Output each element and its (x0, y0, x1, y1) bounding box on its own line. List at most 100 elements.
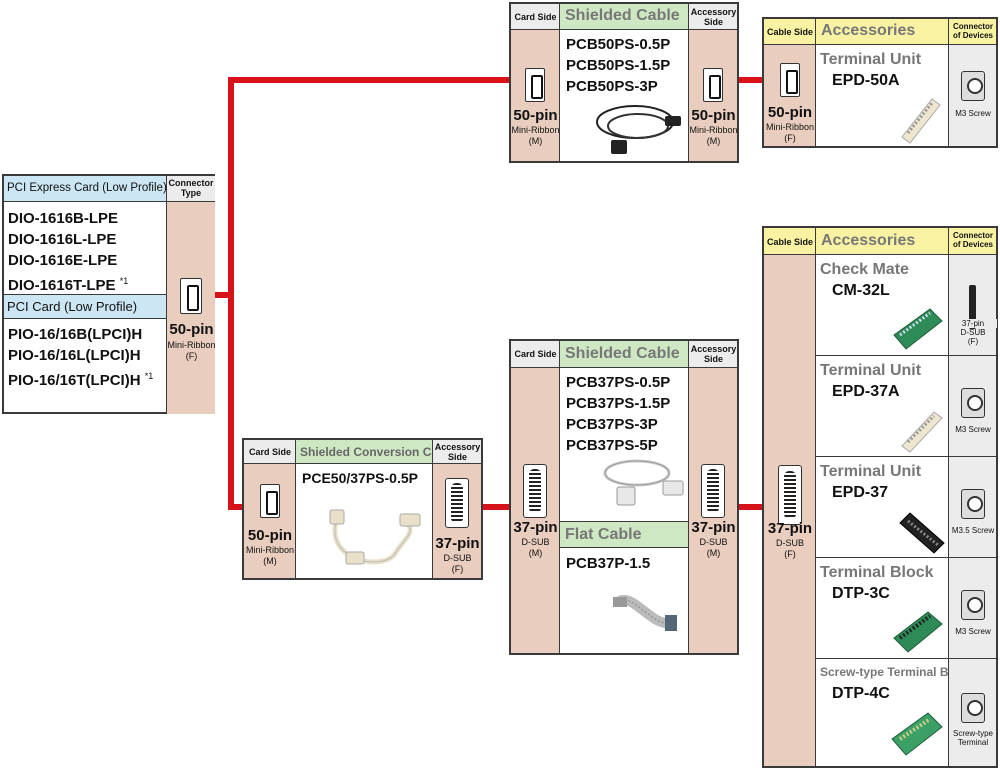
check-mate-image (893, 308, 943, 350)
mini-ribbon-connector-icon (260, 484, 280, 518)
conv-card-side-header: Card Side (244, 440, 296, 464)
flat-cable-title: Flat Cable (565, 526, 642, 543)
acc50-title: Accessories (821, 22, 916, 39)
dsub-connector-icon (445, 478, 469, 528)
dsub-connector-icon (778, 465, 802, 525)
pcie-item: DIO-1616E-LPE (8, 252, 118, 269)
acc37-item: Terminal Unit EPD-37 (816, 457, 948, 558)
acc37-item: Terminal Unit EPD-37A (816, 356, 948, 457)
cable37-right-type: D-SUB (699, 537, 728, 547)
acc37-title: Accessories (821, 232, 916, 249)
mini-ribbon-connector-icon (525, 68, 545, 102)
acc50-cable-side-header: Cable Side (764, 19, 816, 45)
acc37-devices-header: Connector of Devices (948, 228, 996, 255)
acc37-device-cell: 37-pin D-SUB (F) (948, 255, 997, 356)
screw-icon (961, 590, 985, 620)
shielded-cable-50-image (596, 105, 681, 154)
cable37-product: PCB37PS-5P (566, 437, 658, 454)
acc37-device-type: D-SUB (960, 328, 986, 337)
cable50-left-gender: (M) (528, 136, 543, 146)
cable50-left-type: Mini-Ribbon (511, 125, 560, 135)
screw-icon (961, 388, 985, 418)
acc50-product: EPD-50A (832, 72, 900, 89)
acc37-screw: M3.5 Screw (951, 526, 995, 535)
conv-product: PCE50/37PS-0.5P (302, 470, 418, 486)
terminal-unit-image (899, 512, 945, 554)
cable37-left-gender: (M) (528, 548, 543, 558)
flat-cable-image (613, 595, 677, 631)
acc37-product: DTP-3C (832, 585, 890, 602)
acc37-product: DTP-4C (832, 685, 890, 702)
acc37-group: Screw-type Terminal Block (820, 665, 973, 679)
cable-line-top (228, 77, 510, 83)
cable37-product: PCB37PS-3P (566, 416, 658, 433)
pci-list: PIO-16/16B(LPCI)H PIO-16/16L(LPCI)H PIO-… (8, 324, 166, 391)
board-pin-gender: (F) (185, 351, 198, 361)
acc37-title-header: Accessories (816, 228, 948, 255)
acc50-title-header: Accessories (816, 19, 948, 45)
accessory-side-label: Accessory Side (434, 442, 481, 462)
conversion-cable-box: Card Side Shielded Conversion Cable Acce… (242, 438, 483, 580)
acc37-group: Check Mate (820, 261, 909, 278)
board-box: PCI Express Card (Low Profile) Connector… (2, 174, 216, 414)
pcie-item: DIO-1616T-LPE *1 (8, 276, 129, 294)
terminal-block-image (893, 611, 943, 653)
dsub-connector-icon (701, 464, 725, 518)
flat-cable-product: PCB37P-1.5 (566, 555, 651, 572)
cable50-title-header: Shielded Cable (560, 4, 688, 30)
accessory-side-label: Accessory Side (690, 7, 737, 27)
pci-item: PIO-16/16T(LPCI)H *1 (8, 371, 154, 389)
conv-left-column: 50-pin Mini-Ribbon (M) (244, 464, 296, 578)
cable37-right-gender: (M) (706, 548, 721, 558)
acc37-pin: 37-pin (767, 520, 813, 537)
acc50-devices-column: M3 Screw (948, 45, 996, 146)
board-connector-column: 50-pin Mini-Ribbon (F) (166, 202, 216, 414)
cable37-left-pin: 37-pin (513, 519, 558, 536)
pin-header-icon (969, 285, 976, 329)
acc50-pin-type: Mini-Ribbon (765, 122, 815, 132)
mini-ribbon-connector-icon (780, 63, 800, 97)
acc50-devices-header: Connector of Devices (948, 19, 996, 45)
cable37-right-pin: 37-pin (691, 519, 736, 536)
screw-terminal-block-image (891, 712, 943, 756)
acc37-device-cell: M3 Screw (948, 558, 996, 659)
cable50-right-gender: (M) (706, 136, 721, 146)
pcie-header-label: PCI Express Card (Low Profile) (7, 182, 167, 194)
connector-of-devices-label: Connector of Devices (952, 22, 994, 40)
acc37-screw: M3 Screw (955, 627, 991, 636)
cable37-product-list: PCB37PS-0.5P PCB37PS-1.5P PCB37PS-3P PCB… (566, 372, 670, 456)
acc37-pin-gender: (F) (784, 549, 796, 559)
pci-header-label: PCI Card (Low Profile) (7, 299, 138, 314)
acc37-screw: Screw-type Terminal (952, 729, 993, 747)
cable37-title-header: Shielded Cable (560, 341, 688, 368)
connector-of-devices-label: Connector of Devices (952, 231, 994, 249)
cable37-left-type: D-SUB (521, 537, 550, 547)
acc37-product: EPD-37 (832, 484, 889, 501)
cable-side-label: Cable Side (766, 237, 813, 247)
conv-right-column: 37-pin D-SUB (F) (432, 464, 481, 578)
conv-left-pin: 50-pin (247, 527, 293, 544)
accessories-37-box: Cable Side Accessories Connector of Devi… (762, 226, 998, 768)
acc37-group: Terminal Unit (820, 463, 922, 480)
card-side-label: Card Side (514, 349, 557, 359)
pcie-list: DIO-1616B-LPE DIO-1616L-LPE DIO-1616E-LP… (8, 208, 166, 296)
cable-line-cable50-to-acc (738, 77, 764, 83)
terminal-unit-image (901, 98, 941, 144)
cable37-product: PCB37PS-0.5P (566, 374, 671, 391)
cable37-card-side-header: Card Side (511, 341, 560, 368)
acc50-screw: M3 Screw (955, 109, 991, 118)
pcie-item: DIO-1616B-LPE (8, 210, 119, 227)
acc37-device-cell: M3.5 Screw (948, 457, 996, 558)
acc37-device-pin: 37-pin (949, 319, 997, 328)
shielded-cable-37-image (603, 459, 684, 506)
board-pin-type: Mini-Ribbon (167, 340, 216, 350)
cable50-left-column: 50-pin Mini-Ribbon (M) (511, 30, 560, 161)
cable37-product: PCB37PS-1.5P (566, 395, 671, 412)
acc37-left-column: 37-pin D-SUB (F) (764, 255, 816, 766)
screw-icon (961, 489, 985, 519)
acc37-device-gender: (F) (967, 337, 979, 346)
cable-line-conv-to-cable37 (482, 504, 512, 510)
acc37-item: Screw-type Terminal Block DTP-4C (816, 659, 973, 766)
cable50-right-column: 50-pin Mini-Ribbon (M) (688, 30, 738, 161)
acc37-device-cell: M3 Screw (948, 356, 996, 457)
